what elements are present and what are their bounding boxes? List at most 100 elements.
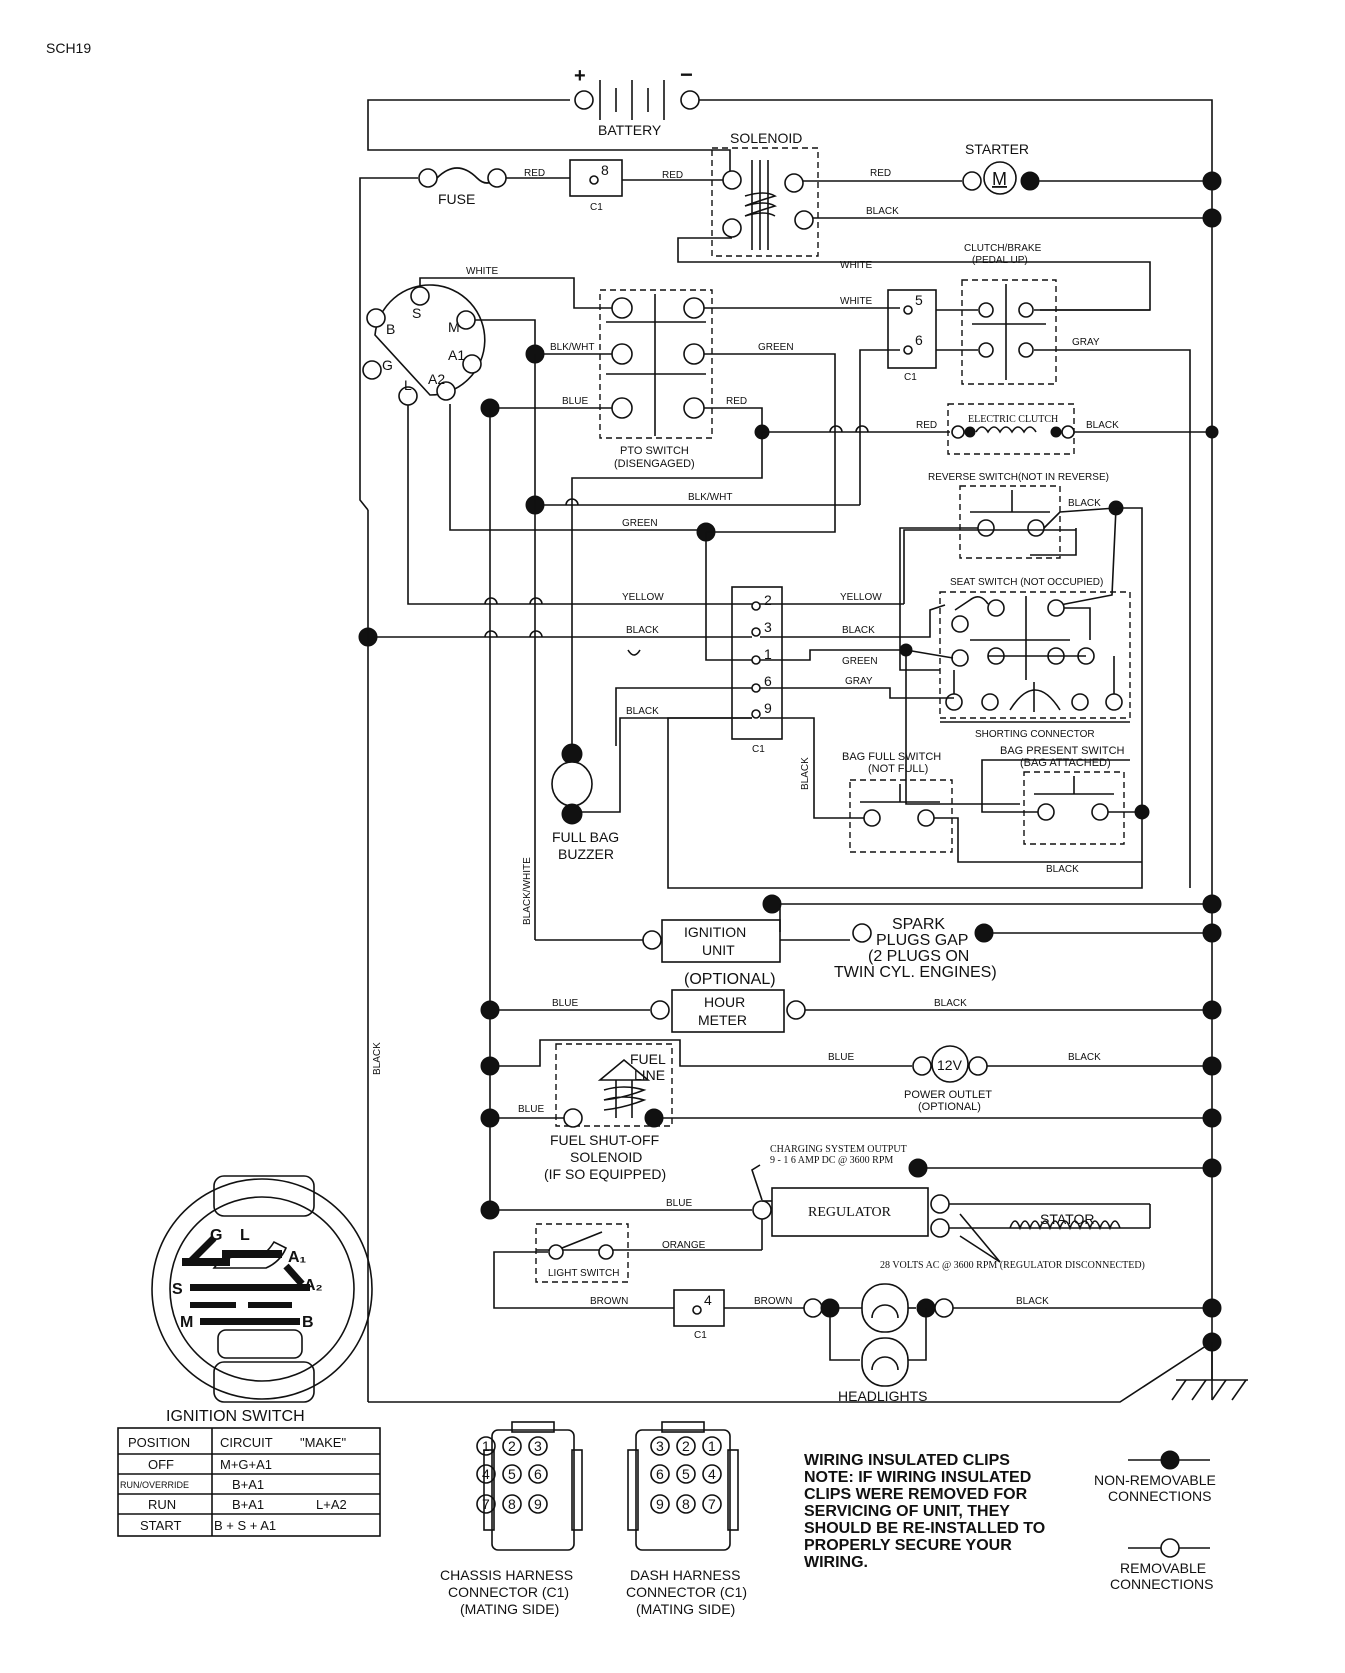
hour-meter: (OPTIONAL) BLUE HOUR METER BLACK [480,971,1222,1033]
wire-blue-1: BLUE [562,396,588,407]
legend-nr-1: NON-REMOVABLE [1094,1472,1216,1488]
ignition-switch-title: IGNITION SWITCH [166,1408,305,1425]
fuel-1: FUEL [630,1051,666,1067]
wire-blue-2: BLUE [552,998,578,1009]
th-circuit: CIRCUIT [220,1435,273,1450]
fss-3: (IF SO EQUIPPED) [544,1166,666,1182]
optional-hour: (OPTIONAL) [684,971,776,988]
regulator-label: REGULATOR [808,1205,892,1220]
wire-red-4: RED [726,396,747,407]
light-switch-label: LIGHT SWITCH [548,1268,619,1279]
wire-white-1: WHITE [466,266,499,277]
dash-2: CONNECTOR (C1) [626,1584,747,1600]
legend-nr-2: CONNECTIONS [1108,1488,1211,1504]
wire-blkwht-2: BLK/WHT [688,492,732,503]
regulator: CHARGING SYSTEM OUTPUT 9 - 1 6 AMP DC @ … [480,1144,1222,1271]
wire-black-11: BLACK [1016,1296,1049,1307]
bag-switches: BAG FULL SWITCH (NOT FULL) BLACK BAG PRE… [842,745,1150,875]
dash-1: DASH HARNESS [630,1567,740,1583]
note-2: CLIPS WERE REMOVED FOR [804,1486,1028,1503]
c1-pin-1: 1 [764,646,772,662]
c1-pin-8: 8 [601,162,609,178]
wire-red-3: RED [870,168,891,179]
pto-switch: PTO SWITCH (DISENGAGED) [599,289,713,470]
full-bag-buzzer: FULL BAG BUZZER [551,743,619,862]
legend-r-2: CONNECTIONS [1110,1576,1213,1592]
clutch-label: CLUTCH/BRAKE [964,243,1042,254]
note-5: PROPERLY SECURE YOUR [804,1537,1012,1554]
wire-black-4: BLACK [626,625,659,636]
starter: RED M STARTER BLACK [803,141,1222,228]
term-s: S [412,305,421,321]
wire-gray-2: GRAY [845,676,873,687]
note-1: NOTE: IF WIRING INSULATED [804,1469,1031,1486]
td-pos-0: OFF [148,1457,174,1472]
dh-pin-2: 2 [682,1438,690,1454]
dh-pin-8: 8 [682,1496,690,1512]
seat-switch: SEAT SWITCH (NOT OCCUPIED) SHORTING CONN… [939,577,1131,740]
td-pos-2: RUN [148,1497,176,1512]
chassis-1: CHASSIS HARNESS [440,1567,573,1583]
wire-black-6: BLACK [800,757,811,790]
face-g: G [210,1227,222,1244]
term-l: L [404,377,412,393]
chassis-connector: 1 2 3 4 5 6 7 8 9 CHASSIS HARNESS CONNEC… [440,1421,583,1617]
fuel-2: LINE [634,1067,665,1083]
main-wiring: BLK/WHT GREEN YELLOW YELLOW BLACK BLACK … [358,354,1076,1402]
td-cir-1: B+A1 [232,1477,264,1492]
wire-black-9: BLACK [934,998,967,1009]
dh-pin-7: 7 [708,1496,716,1512]
spark-2: PLUGS GAP [876,932,968,949]
hour-2: METER [698,1012,747,1028]
c1-pin-9: 9 [764,700,772,716]
dh-pin-3: 3 [656,1438,664,1454]
bagpres-label: BAG PRESENT SWITCH [1000,745,1125,757]
wire-black-5: BLACK [842,625,875,636]
battery-minus: − [680,62,693,87]
c1-pin-5: 5 [915,292,923,308]
c1-pin-4: 4 [704,1292,712,1308]
wire-red-1: RED [524,168,545,179]
ch-pin-4: 4 [482,1466,490,1482]
ch-pin-5: 5 [508,1466,516,1482]
c1-pin-6: 6 [915,332,923,348]
shorting-label: SHORTING CONNECTOR [975,729,1095,740]
dh-pin-1: 1 [708,1438,716,1454]
wire-blue-4: BLUE [518,1104,544,1115]
wire-black-7: BLACK [626,706,659,717]
chassis-3: (MATING SIDE) [460,1601,559,1617]
charging-2: 9 - 1 6 AMP DC @ 3600 RPM [770,1155,893,1166]
wire-orange: ORANGE [662,1240,706,1251]
ch-pin-1: 1 [482,1438,490,1454]
spark-1: SPARK [892,916,945,933]
c1-label-b: C1 [904,372,917,383]
wire-black-main: BLACK [372,1042,383,1075]
note-4: SHOULD BE RE-INSTALLED TO [804,1520,1045,1537]
face-m: M [180,1314,193,1331]
lights: ORANGE LIGHT SWITCH BROWN 4 C1 BROWN BLA… [493,1223,1222,1404]
wire-blue-3: BLUE [828,1052,854,1063]
term-b: B [386,321,395,337]
fss-2: SOLENOID [570,1149,642,1165]
th-make: "MAKE" [300,1435,346,1450]
note-3: SERVICING OF UNIT, THEY [804,1503,1010,1520]
c1-pin-3: 3 [764,619,772,635]
wire-blackwhite: BLACK/WHITE [522,857,533,925]
c1-pin-2: 2 [764,592,772,608]
buzzer-label-1: FULL BAG [552,829,619,845]
wire-blue-5: BLUE [666,1198,692,1209]
bagpres-sub: (BAG ATTACHED) [1020,757,1111,769]
fuse-label: FUSE [438,191,475,207]
wire-yellow-1: YELLOW [622,592,664,603]
ign-unit-2: UNIT [702,942,735,958]
face-a2: A₂ [304,1277,323,1294]
clutch-sub: (PEDAL UP) [972,255,1028,266]
legend: NON-REMOVABLE CONNECTIONS REMOVABLE CONN… [1094,1450,1216,1592]
pto-sub: (DISENGAGED) [614,458,695,470]
td-cir-0: M+G+A1 [220,1457,272,1472]
td-make-2: L+A2 [316,1497,347,1512]
ignition-table: POSITION CIRCUIT "MAKE" OFF M+G+A1 RUN/O… [117,1427,381,1537]
legend-r-1: REMOVABLE [1120,1560,1206,1576]
outlet-label: POWER OUTLET [904,1089,992,1101]
bagfull-label: BAG FULL SWITCH [842,751,941,763]
